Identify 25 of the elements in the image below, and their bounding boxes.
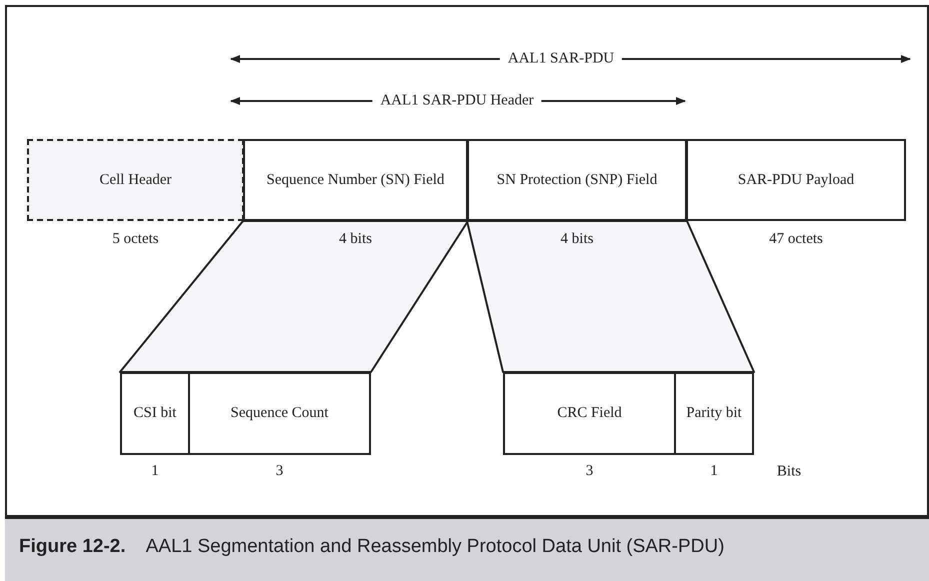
field-name: Sequence Count [230,404,330,423]
size-label: 1 [151,463,159,480]
size-label: 3 [276,463,284,480]
field-name: Parity bit [685,404,743,423]
size-label: 1 [710,463,718,480]
size-label: 5 octets [112,231,159,248]
field-box [243,139,468,221]
field-box [120,372,190,455]
field-box [503,372,676,455]
field-box [188,372,371,455]
field-name: Sequence Number (SN) Field [266,170,446,190]
size-label: 4 bits [339,231,372,248]
field-box [686,139,906,221]
field-box [467,139,687,221]
field-name: SAR-PDU Payload [736,170,856,190]
field-name: CRC Field [556,404,623,423]
size-label: 47 octets [769,231,823,248]
field-name: SN Protection (SNP) Field [496,170,658,190]
figure-caption: Figure 12-2. AAL1 Segmentation and Reassembly Protocol Data Unit (SAR-PDU) [19,536,724,558]
field-name: Cell Header [98,170,173,190]
size-label: 3 [586,463,594,480]
size-label: 4 bits [560,231,594,248]
field-box [674,372,754,455]
dashed-field-box [27,139,244,221]
field-name: CSI bit [132,404,178,423]
